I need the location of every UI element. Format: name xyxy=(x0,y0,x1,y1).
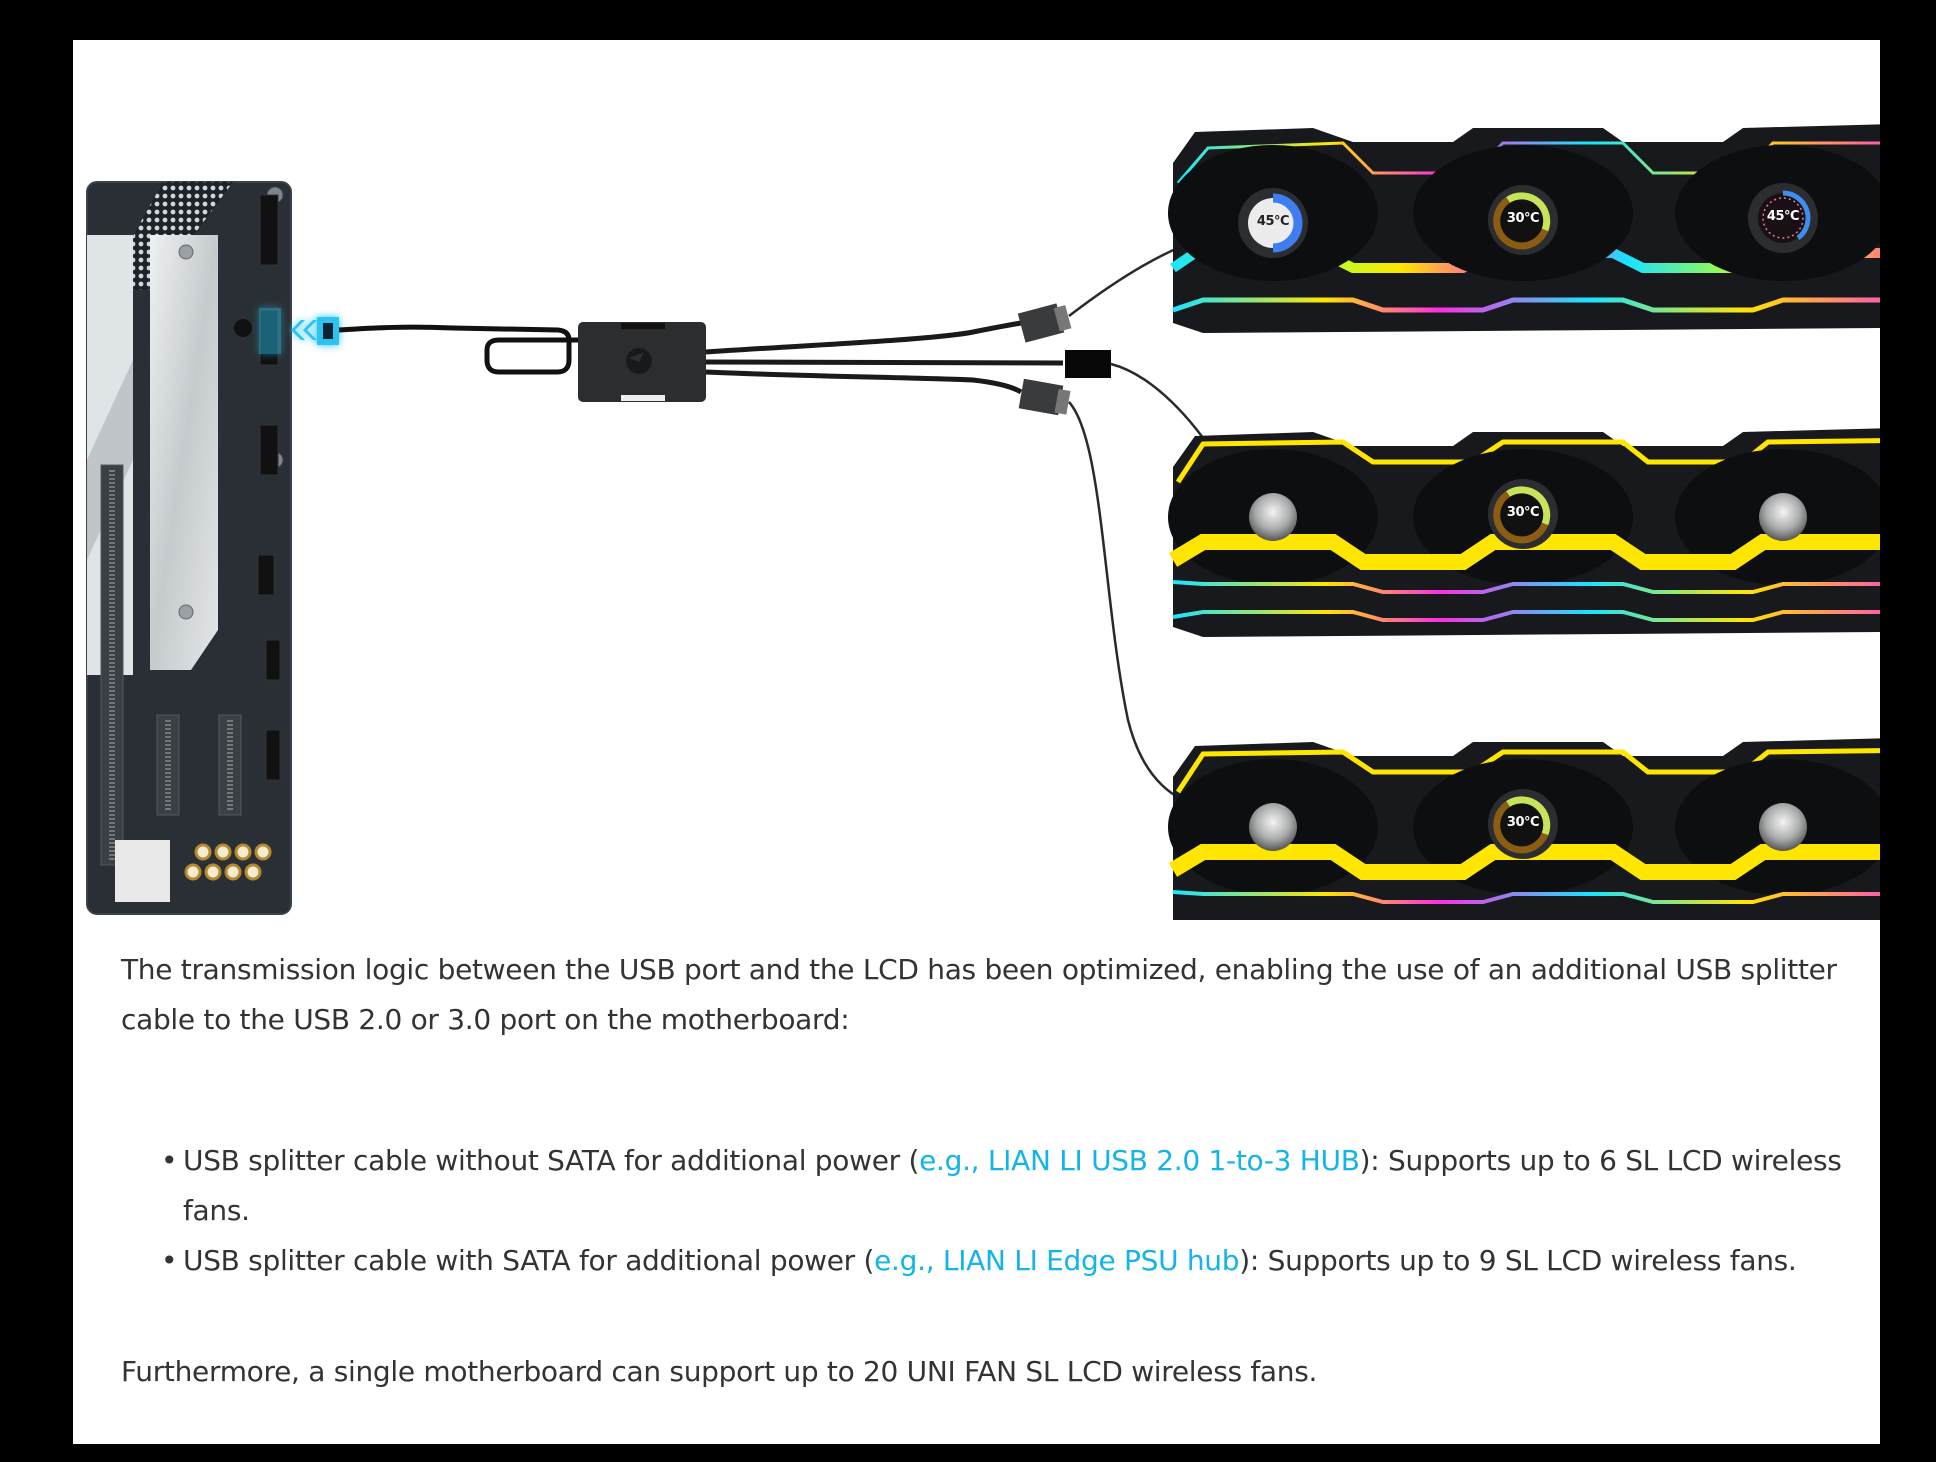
usb-hub-icon xyxy=(578,322,706,402)
bullet-icon: • xyxy=(161,1144,178,1177)
lcd-temp-row1-fan1: 45°C xyxy=(1256,214,1290,229)
usb-connector xyxy=(291,317,339,345)
content-panel: 45°C 30°C 45°C 30°C 30°C The transmissio… xyxy=(73,40,1880,1444)
usb-hub-link[interactable]: e.g., LIAN LI USB 2.0 1-to-3 HUB xyxy=(919,1144,1360,1177)
lcd-temp-row2-fan2: 30°C xyxy=(1506,505,1540,520)
list-item-text: ): Supports up to 9 SL LCD wireless fans… xyxy=(1239,1244,1797,1277)
lcd-temp-row3-fan2: 30°C xyxy=(1506,815,1540,830)
intro-paragraph: The transmission logic between the USB p… xyxy=(121,953,1837,1036)
edge-psu-hub-link[interactable]: e.g., LIAN LI Edge PSU hub xyxy=(874,1244,1240,1277)
list-item-text: USB splitter cable with SATA for additio… xyxy=(183,1244,875,1277)
fan-row-1 xyxy=(1168,124,1880,333)
connection-illustration xyxy=(86,124,1880,920)
splitter-plugs xyxy=(1017,303,1111,416)
list-item-text: USB splitter cable without SATA for addi… xyxy=(183,1144,920,1177)
splitter-cables xyxy=(705,320,1064,395)
fan-row-3 xyxy=(1168,738,1880,920)
lcd-temp-row1-fan2: 30°C xyxy=(1506,211,1540,226)
lcd-temp-row1-fan3: 45°C xyxy=(1766,209,1800,224)
motherboard-image xyxy=(86,181,292,915)
product-diagram: 45°C 30°C 45°C 30°C 30°C xyxy=(73,40,1880,920)
fan-row-2 xyxy=(1168,428,1880,637)
conclusion-paragraph: Furthermore, a single motherboard can su… xyxy=(121,1355,1318,1388)
bullet-icon: • xyxy=(161,1244,178,1277)
list-item-text: ): Supports up to 6 SL LCD wireless fans… xyxy=(183,1144,1842,1227)
list-item: • USB splitter cable with SATA for addit… xyxy=(161,1236,1883,1286)
list-item: • USB splitter cable without SATA for ad… xyxy=(161,1136,1883,1236)
splitter-options-list: • USB splitter cable without SATA for ad… xyxy=(161,1136,1883,1286)
usb-cable xyxy=(338,324,578,375)
